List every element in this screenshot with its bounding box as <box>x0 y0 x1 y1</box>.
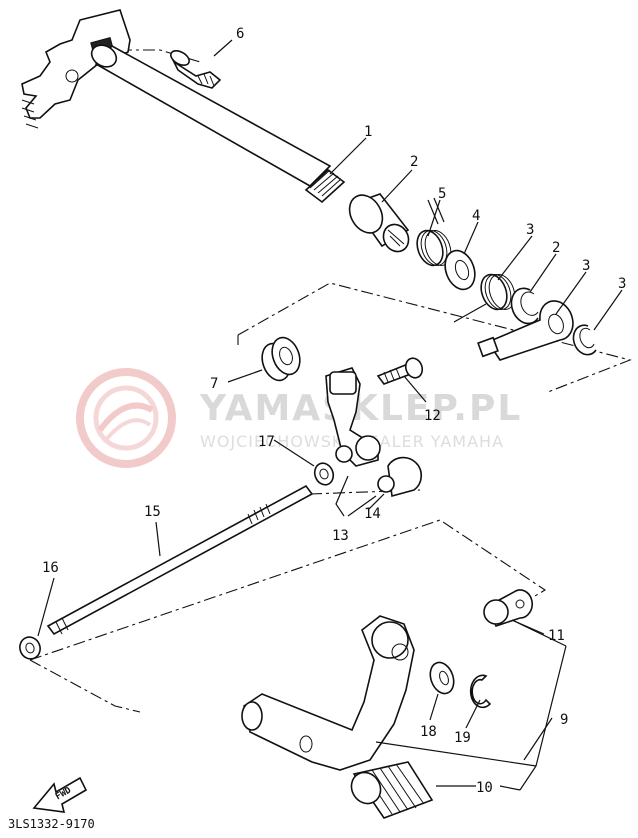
diagram-code: 3LS1332-9170 <box>8 817 95 831</box>
callout-2: 2 <box>410 154 418 170</box>
part-shift-shaft <box>21 9 346 204</box>
callout-13: 12 <box>424 408 441 424</box>
part-bearing-9 <box>261 336 301 382</box>
part-pedal-rubber-11 <box>350 761 434 819</box>
callout-12: 11 <box>548 628 565 644</box>
callout-11: 10 <box>476 780 493 796</box>
callout-7: 5 <box>438 186 446 202</box>
part-nut-18 <box>313 462 335 486</box>
part-washer-19 <box>429 661 455 695</box>
part-shift-pedal-10 <box>241 615 415 771</box>
part-bolt-13 <box>376 357 424 385</box>
part-bolt-8 <box>170 49 222 89</box>
part-shift-rod-16 <box>46 484 314 636</box>
callout-17: 16 <box>42 560 59 576</box>
part-spring-5 <box>453 273 516 323</box>
part-torsion-spring-7 <box>416 197 452 267</box>
callouts: 6 1 2 5 4 3 2 3 3 7 12 17 14 13 15 16 11… <box>42 26 626 796</box>
callout-9: 7 <box>210 376 218 392</box>
callout-18: 17 <box>258 434 275 450</box>
watermark: YAMASKLEP.PL WOJCIECHOWSKI DEALER YAMAHA <box>76 368 522 468</box>
part-nut-17 <box>19 636 41 660</box>
callout-5: 3 <box>526 222 534 238</box>
callout-10: 9 <box>560 712 568 728</box>
leader-lines <box>37 39 623 791</box>
part-arm-4 <box>477 300 574 361</box>
callout-1: 1 <box>364 124 372 140</box>
part-circlip-3b <box>572 324 597 356</box>
part-washer-6 <box>444 249 476 291</box>
callout-14: 13 <box>332 528 349 544</box>
part-circlip-20 <box>469 674 492 709</box>
part-collar-2 <box>348 193 410 253</box>
callout-20: 19 <box>454 730 471 746</box>
fwd-arrow-icon: FWD <box>32 776 88 813</box>
callout-8: 6 <box>236 26 244 42</box>
callout-6: 4 <box>472 208 480 224</box>
callout-4: 3 <box>582 258 590 274</box>
callout-19: 18 <box>420 724 437 740</box>
part-shift-lever-bracket <box>325 367 381 467</box>
part-circlip-3a <box>510 287 539 325</box>
callout-16: 15 <box>144 504 161 520</box>
part-ball-joint-15 <box>377 456 423 498</box>
part-joint-12 <box>483 589 533 627</box>
watermark-logo-icon <box>76 368 176 468</box>
callout-3-lower: 3 <box>618 276 626 292</box>
group-outlines <box>29 49 632 713</box>
callout-15: 14 <box>364 506 381 522</box>
watermark-brand: YAMASKLEP.PL <box>199 388 522 429</box>
callout-3-upper: 2 <box>552 240 560 256</box>
